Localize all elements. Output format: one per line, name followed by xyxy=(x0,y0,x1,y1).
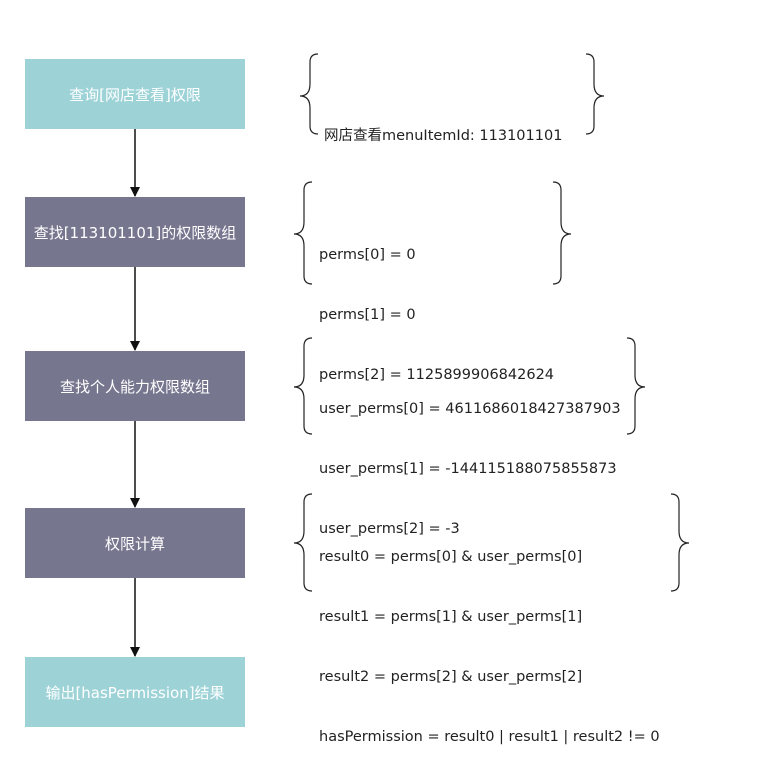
note-menu-item-id: 网店查看menuItemId: 113101101 xyxy=(324,86,562,166)
note-line: hasPermission = result0 | result1 | resu… xyxy=(319,729,660,745)
brace-2-left xyxy=(293,181,313,285)
note-computation: result0 = perms[0] & user_perms[0] resul… xyxy=(319,507,660,767)
step-compute-permission: 权限计算 xyxy=(25,508,245,578)
note-line: result0 = perms[0] & user_perms[0] xyxy=(319,549,583,565)
step-query-permission: 查询[网店查看]权限 xyxy=(25,59,245,129)
note-user-perms: user_perms[0] = 4611686018427387903 user… xyxy=(319,359,621,559)
note-line: perms[1] = 0 xyxy=(319,307,416,323)
brace-4-right xyxy=(670,493,690,592)
step-find-user-permission-array: 查找个人能力权限数组 xyxy=(25,351,245,421)
note-line: result1 = perms[1] & user_perms[1] xyxy=(319,609,583,625)
step-find-permission-array: 查找[113101101]的权限数组 xyxy=(25,197,245,267)
step-output-result: 输出[hasPermission]结果 xyxy=(25,657,245,727)
note-line: user_perms[2] = -3 xyxy=(319,521,460,537)
brace-3-left xyxy=(293,337,313,435)
note-line: 网店查看menuItemId: 113101101 xyxy=(324,128,563,144)
note-line: perms[0] = 0 xyxy=(319,247,416,263)
brace-1-right xyxy=(585,53,605,135)
brace-4-left xyxy=(293,493,313,592)
note-perms: perms[0] = 0 perms[1] = 0 perms[2] = 112… xyxy=(319,205,554,405)
brace-1-left xyxy=(299,53,319,135)
note-line: perms[2] = 1125899906842624 xyxy=(319,367,555,383)
note-line: result2 = perms[2] & user_perms[2] xyxy=(319,669,583,685)
brace-2-right xyxy=(552,181,572,285)
brace-3-right xyxy=(626,337,646,435)
note-line: user_perms[1] = -144115188075855873 xyxy=(319,461,617,477)
note-line: user_perms[0] = 4611686018427387903 xyxy=(319,401,621,417)
